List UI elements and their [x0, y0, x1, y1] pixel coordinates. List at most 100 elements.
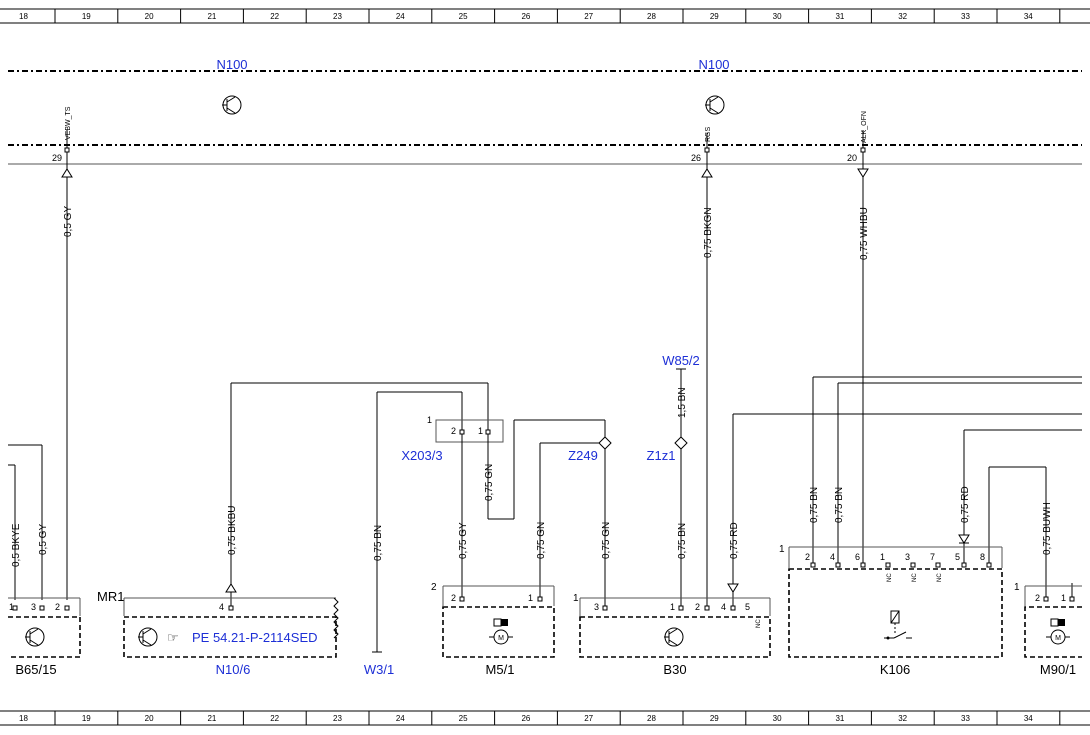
transistor-icon [25, 627, 45, 647]
ruler-label: 25 [459, 714, 468, 723]
ruler-label: 29 [710, 714, 719, 723]
ruler-label: 20 [145, 714, 154, 723]
svg-text:3: 3 [31, 602, 36, 612]
wire-05gy-top[interactable]: 0,5 GY [61, 164, 74, 600]
wire-05gy: 0,5 GY [38, 524, 49, 555]
motor-icon: M [489, 618, 513, 645]
wire-075bkgn[interactable]: 0,75 BKGN [701, 164, 714, 608]
ruler-label: 26 [521, 714, 530, 723]
wire-075bn-k1: 0,75 BN [809, 487, 820, 523]
x203-3-connector[interactable]: 1 2 1 X203/3 0,75 GN [401, 415, 605, 520]
ruler-label: 27 [584, 714, 593, 723]
k106-pin [910, 562, 916, 568]
svg-text:6: 6 [855, 552, 860, 562]
k106-component[interactable]: 0,75 BN 0,75 BN 0,75 RD 1 2 4 6 1 3 7 5 … [779, 376, 1082, 677]
ruler-label: 34 [1024, 714, 1033, 723]
svg-text:0,75 BKGN: 0,75 BKGN [703, 207, 714, 258]
wire-075rd-k106: 0,75 RD [960, 486, 971, 523]
pin-26: 26 [691, 153, 701, 163]
mr1-label: MR1 [97, 589, 124, 604]
wire-15bn: 1,5 BN [677, 387, 688, 418]
z1z1-label[interactable]: Z1z1 [647, 448, 676, 463]
svg-text:1: 1 [670, 602, 675, 612]
svg-text:2: 2 [431, 582, 437, 593]
svg-text:1: 1 [427, 415, 432, 425]
pe-reference-link[interactable]: PE 54.21-P-2114SED [192, 630, 318, 645]
n100-control-unit: N100 N100 29 VEBW_TS 26 RGS 20 ALK_OFN [8, 57, 1082, 165]
ruler-label: 33 [961, 714, 970, 723]
ruler-label: 28 [647, 12, 656, 21]
ruler-label: 34 [1024, 12, 1033, 21]
ruler-label: 23 [333, 714, 342, 723]
svg-text:1: 1 [478, 426, 483, 436]
ruler-label: 30 [773, 12, 782, 21]
z1z1-splice[interactable]: Z1z1 0,75 BN [647, 436, 688, 559]
ruler-label: 19 [82, 714, 91, 723]
ruler-label: 26 [521, 12, 530, 21]
svg-text:1: 1 [528, 593, 533, 603]
motor-icon: M [1046, 618, 1070, 645]
ruler-label: 18 [19, 12, 28, 21]
svg-text:NC: NC [937, 573, 943, 582]
k106-pin [961, 562, 967, 568]
svg-text:NC: NC [912, 573, 918, 582]
ruler-label: 33 [961, 12, 970, 21]
svg-text:2: 2 [55, 602, 60, 612]
x203-3-label[interactable]: X203/3 [401, 448, 442, 463]
wire-05bkye: 0,5 BKYE [11, 523, 22, 567]
svg-text:7: 7 [930, 552, 935, 562]
ruler-label: 31 [835, 714, 844, 723]
w85-2-label[interactable]: W85/2 [662, 353, 700, 368]
signal-alk-ofn: ALK_OFN [861, 111, 868, 143]
wire-075buwh: 0,75 BUWH [1042, 502, 1053, 555]
pin-20: 20 [847, 153, 857, 163]
ruler-label: 27 [584, 12, 593, 21]
wire-075bkbu: 0,75 BKBU [227, 506, 238, 555]
m90-1-component[interactable]: 0,75 BUWH 1 2 1 M M90/1 [1014, 502, 1082, 677]
w3-1-label[interactable]: W3/1 [364, 662, 394, 677]
z249-label[interactable]: Z249 [568, 448, 598, 463]
m90-1-label: M90/1 [1040, 662, 1076, 677]
n10-6-label[interactable]: N10/6 [216, 662, 251, 677]
m5-1-label: M5/1 [486, 662, 515, 677]
svg-text:1: 1 [779, 544, 785, 555]
ruler-label: 28 [647, 714, 656, 723]
ruler-label: 22 [270, 12, 279, 21]
transistor-icon [664, 627, 684, 647]
z249-splice[interactable]: Z249 0,75 GN 0,75 GN [536, 420, 612, 608]
wire-075rd-b30: 0,75 RD [729, 522, 740, 559]
ruler-label: 24 [396, 12, 405, 21]
svg-text:3: 3 [594, 602, 599, 612]
b30-component[interactable]: 0,75 RD 1 3 1 2 4 5 NC B30 [573, 413, 1082, 677]
svg-text:1: 1 [880, 552, 885, 562]
ruler-label: 24 [396, 714, 405, 723]
n10-6-component[interactable]: 0,75 BKBU MR1 4 ☞ PE 54.21-P-2114SED N10… [97, 382, 489, 677]
svg-text:1: 1 [1014, 582, 1020, 593]
ruler-label: 32 [898, 714, 907, 723]
svg-text:1: 1 [573, 593, 579, 604]
ruler-label: 32 [898, 12, 907, 21]
pin-29: 29 [52, 153, 62, 163]
svg-text:4: 4 [830, 552, 835, 562]
svg-text:2: 2 [805, 552, 810, 562]
b65-15-component[interactable]: 0,5 BKYE 0,5 GY 1 3 2 B65/15 [8, 444, 81, 677]
signal-vebw-ts: VEBW_TS [65, 106, 72, 140]
n100-label-right[interactable]: N100 [698, 57, 729, 72]
b65-15-label: B65/15 [15, 662, 56, 677]
m5-1-component[interactable]: 0,75 GY 2 2 1 M M5/1 [431, 434, 555, 677]
w85-2-ground[interactable]: W85/2 1,5 BN [662, 353, 700, 608]
k106-label: K106 [880, 662, 910, 677]
svg-text:5: 5 [955, 552, 960, 562]
svg-text:8: 8 [980, 552, 985, 562]
svg-text:4: 4 [219, 602, 224, 612]
n100-label-left[interactable]: N100 [216, 57, 247, 72]
svg-text:4: 4 [721, 602, 726, 612]
signal-rgs: RGS [705, 127, 712, 143]
top-ruler [0, 8, 1090, 24]
wire-075whbu[interactable]: 0,75 WHBU [857, 164, 870, 565]
ruler-label: 18 [19, 714, 28, 723]
svg-text:NC: NC [756, 619, 762, 628]
ruler-label: 19 [82, 12, 91, 21]
w3-1-ground[interactable]: 0,75 BN W3/1 [364, 391, 463, 677]
